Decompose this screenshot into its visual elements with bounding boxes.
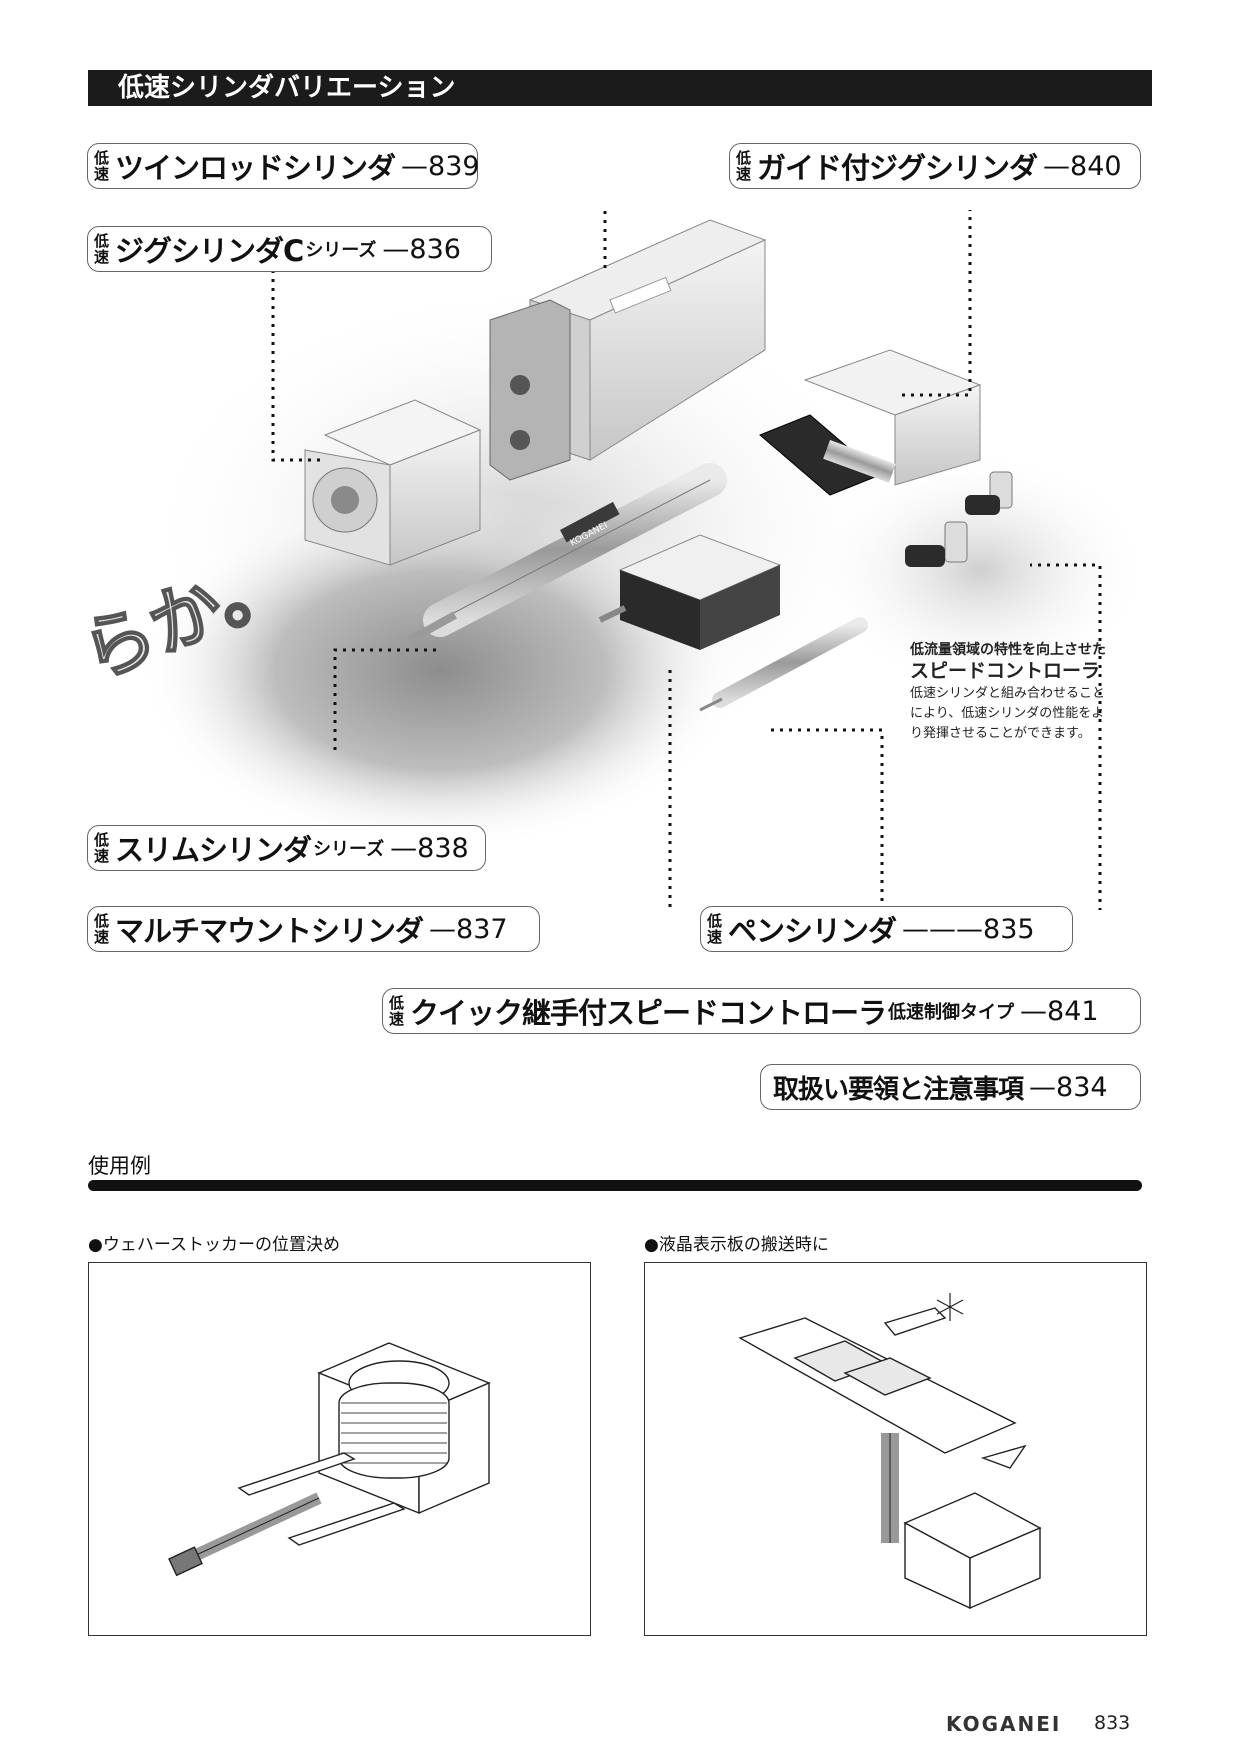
- footer-brand-logo: KOGANEI: [946, 1712, 1062, 1736]
- jig-cylinder-c-image: [304, 399, 482, 566]
- low-speed-badge: 低速: [94, 831, 110, 865]
- product-illustration: らか。 KOGANEI: [69, 210, 1150, 910]
- example-title: ●液晶表示板の搬送時に: [644, 1235, 829, 1255]
- label-twin-rod-cylinder[interactable]: 低速 ツインロッドシリンダ —839: [87, 143, 480, 189]
- page-number: 833: [1094, 1712, 1131, 1734]
- product-suffix: シリーズ: [313, 839, 385, 860]
- low-speed-badge: 低速: [94, 149, 110, 183]
- page-reference: —841: [1020, 995, 1099, 1027]
- page-reference: —837: [429, 913, 508, 945]
- low-speed-badge: 低速: [707, 912, 723, 946]
- page-reference: —839: [401, 150, 480, 182]
- example-lcd-panel-transport: [644, 1262, 1147, 1636]
- lcd-transport-illustration: [738, 1293, 1042, 1610]
- example-title: ●ウェハーストッカーの位置決め: [88, 1235, 340, 1255]
- page-reference: —834: [1029, 1071, 1108, 1103]
- product-name: マルチマウントシリンダ: [115, 914, 424, 948]
- leader-lines: [271, 210, 1102, 910]
- low-speed-badge: 低速: [94, 232, 110, 266]
- label-multi-mount-cylinder[interactable]: 低速 マルチマウントシリンダ —837: [87, 906, 540, 952]
- guide-jig-cylinder-image: [759, 349, 982, 496]
- pen-cylinder-image: [699, 617, 868, 712]
- page-reference: ———835: [902, 913, 1035, 945]
- label-guide-jig-cylinder[interactable]: 低速 ガイド付ジグシリンダ —840: [729, 143, 1141, 189]
- low-speed-badge: 低速: [736, 149, 752, 183]
- section-header: 低速シリンダバリエーション: [88, 70, 1152, 106]
- product-name: ツインロッドシリンダ: [115, 151, 396, 185]
- product-name: ジグシリンダC: [115, 234, 304, 268]
- label-jig-cylinder-c[interactable]: 低速 ジグシリンダC シリーズ —836: [87, 226, 492, 272]
- page-reference: —840: [1043, 150, 1122, 182]
- product-name: ペンシリンダ: [728, 914, 897, 948]
- product-name: 取扱い要領と注意事項: [773, 1074, 1024, 1105]
- low-speed-badge: 低速: [94, 912, 110, 946]
- low-speed-badge: 低速: [389, 994, 405, 1028]
- label-quick-fitting-speed-controller[interactable]: 低速 クイック継手付スピードコントローラ 低速制御タイプ —841: [382, 988, 1141, 1034]
- page-reference: —836: [382, 233, 461, 265]
- wafer-stocker-illustration: [168, 1342, 491, 1577]
- usage-title: 使用例: [88, 1154, 151, 1178]
- product-suffix: 低速制御タイプ: [888, 1002, 1015, 1023]
- speed-controller-image: [905, 471, 1013, 567]
- slim-cylinder-image: KOGANEI: [408, 463, 727, 644]
- usage-divider: [88, 1180, 1142, 1191]
- product-name: クイック継手付スピードコントローラ: [410, 996, 887, 1030]
- multi-mount-cylinder-image: [598, 534, 782, 650]
- page-reference: —838: [390, 832, 469, 864]
- label-pen-cylinder[interactable]: 低速 ペンシリンダ ———835: [700, 906, 1073, 952]
- example-wafer-stocker: [88, 1262, 591, 1636]
- product-name: スリムシリンダ: [115, 833, 312, 867]
- label-handling-precautions[interactable]: 取扱い要領と注意事項 —834: [760, 1064, 1141, 1110]
- label-slim-cylinder[interactable]: 低速 スリムシリンダ シリーズ —838: [87, 825, 486, 871]
- product-name: ガイド付ジグシリンダ: [757, 151, 1038, 185]
- speed-controller-description: 低流量領域の特性を向上させた スピードコントローラ 低速シリンダと組み合わせるこ…: [910, 642, 1106, 741]
- twin-rod-cylinder-image: [489, 219, 767, 481]
- product-suffix: シリーズ: [305, 240, 377, 261]
